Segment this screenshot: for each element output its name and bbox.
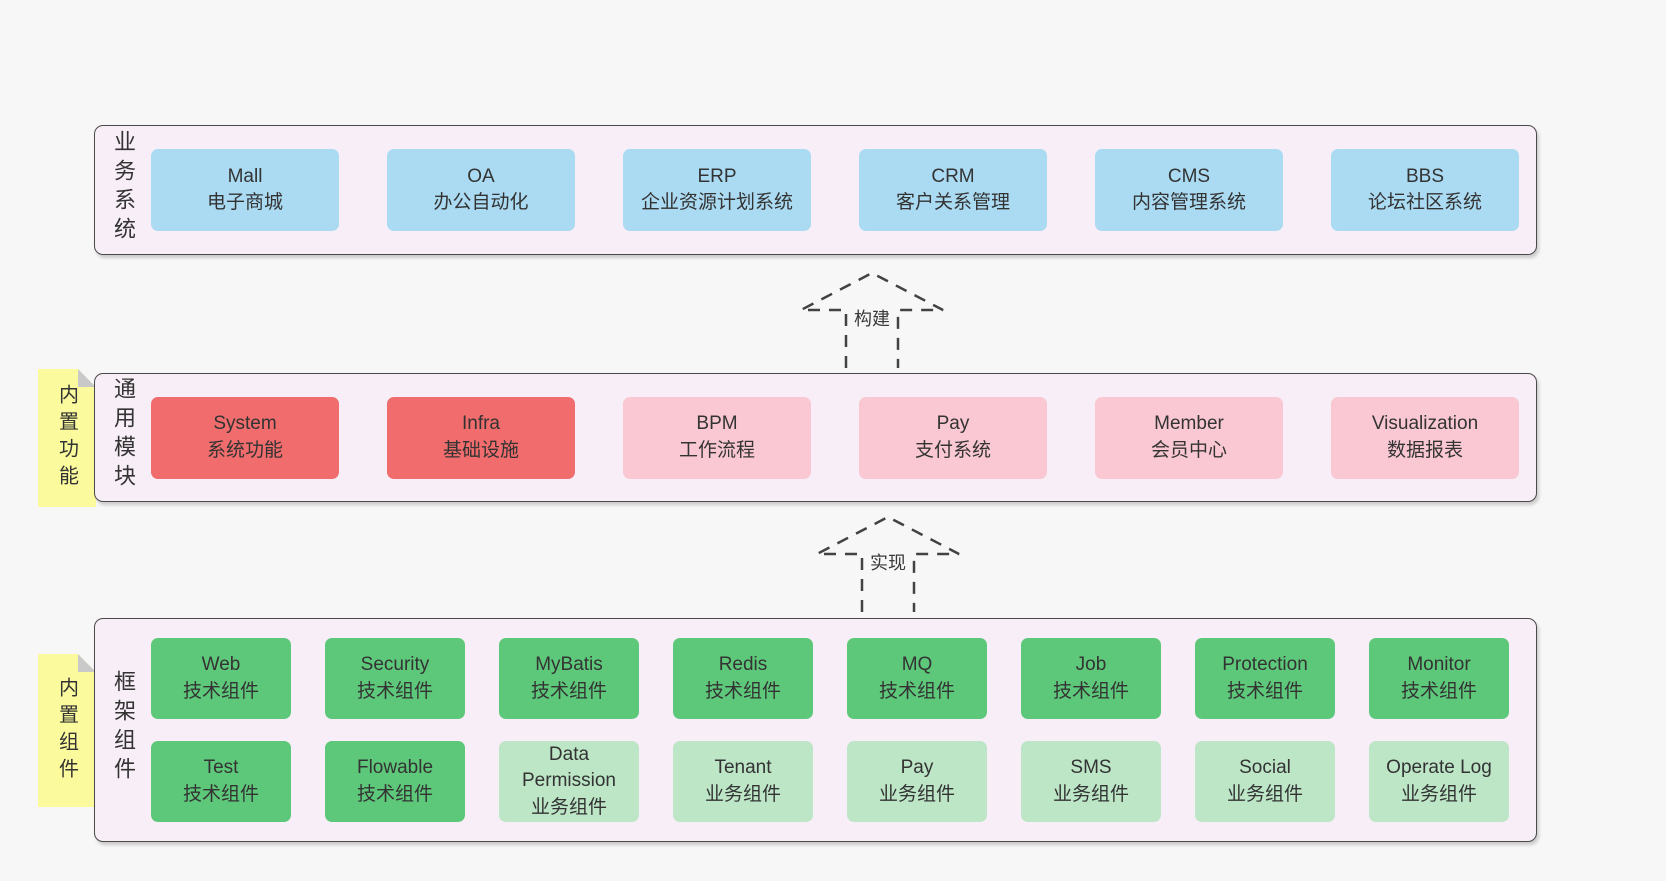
framework-components-grid: Web 技术组件 Security 技术组件 MyBatis 技术组件 Redi… bbox=[151, 638, 1509, 822]
node-subtitle: 技术组件 bbox=[1052, 680, 1129, 702]
node-subtitle: 技术组件 bbox=[356, 783, 433, 805]
framework-row-1: Web 技术组件 Security 技术组件 MyBatis 技术组件 Redi… bbox=[151, 638, 1509, 719]
node-subtitle: 技术组件 bbox=[530, 680, 607, 702]
node-subtitle: 业务组件 bbox=[878, 783, 955, 805]
node-monitor: Monitor 技术组件 bbox=[1369, 638, 1509, 719]
node-title: Protection bbox=[1222, 654, 1308, 676]
node-title: Data Permission bbox=[522, 744, 616, 792]
node-job: Job 技术组件 bbox=[1021, 638, 1161, 719]
node-subtitle: 客户关系管理 bbox=[895, 192, 1010, 213]
node-security: Security 技术组件 bbox=[325, 638, 465, 719]
node-title: Security bbox=[360, 654, 430, 676]
node-title: System bbox=[213, 413, 277, 435]
node-bbs: BBS 论坛社区系统 bbox=[1331, 149, 1519, 231]
node-mybatis: MyBatis 技术组件 bbox=[499, 638, 639, 719]
node-subtitle: 论坛社区系统 bbox=[1367, 192, 1482, 213]
node-subtitle: 支付系统 bbox=[914, 439, 991, 461]
node-subtitle: 技术组件 bbox=[878, 680, 955, 702]
node-mall: Mall 电子商城 bbox=[151, 149, 339, 231]
node-protection: Protection 技术组件 bbox=[1195, 638, 1335, 719]
node-bpm: BPM 工作流程 bbox=[623, 396, 811, 479]
node-subtitle: 业务组件 bbox=[530, 796, 607, 818]
node-social: Social 业务组件 bbox=[1195, 741, 1335, 822]
node-cms: CMS 内容管理系统 bbox=[1095, 149, 1283, 231]
node-subtitle: 系统功能 bbox=[206, 439, 283, 461]
node-title: Web bbox=[201, 654, 241, 676]
node-title: Tenant bbox=[714, 757, 772, 779]
node-title: OA bbox=[467, 165, 495, 187]
node-title: Pay bbox=[936, 413, 970, 435]
node-web: Web 技术组件 bbox=[151, 638, 291, 719]
node-subtitle: 技术组件 bbox=[1226, 680, 1303, 702]
node-title: Member bbox=[1154, 413, 1224, 435]
business-systems-row: Mall 电子商城 OA 办公自动化 ERP 企业资源计划系统 CRM 客户关系… bbox=[151, 149, 1519, 231]
node-title: MyBatis bbox=[535, 654, 603, 676]
node-title: Flowable bbox=[356, 757, 434, 779]
node-pay-biz: Pay 业务组件 bbox=[847, 741, 987, 822]
common-modules-row: System 系统功能 Infra 基础设施 BPM 工作流程 Pay 支付系统… bbox=[151, 396, 1519, 479]
node-title: Operate Log bbox=[1386, 757, 1492, 779]
node-title: Monitor bbox=[1407, 654, 1471, 676]
node-title: Visualization bbox=[1371, 413, 1479, 435]
layer-label-common-modules: 通用模块 bbox=[111, 377, 136, 493]
arrow-label-implement: 实现 bbox=[867, 549, 909, 575]
node-crm: CRM 客户关系管理 bbox=[859, 149, 1047, 231]
node-oa: OA 办公自动化 bbox=[387, 149, 575, 231]
node-data-permission: Data Permission 业务组件 bbox=[499, 741, 639, 822]
node-title: BPM bbox=[696, 413, 738, 435]
node-subtitle: 技术组件 bbox=[704, 680, 781, 702]
layer-label-business-systems: 业务系统 bbox=[111, 129, 136, 246]
node-tenant: Tenant 业务组件 bbox=[673, 741, 813, 822]
node-title: Pay bbox=[900, 757, 934, 779]
node-subtitle: 技术组件 bbox=[182, 680, 259, 702]
node-sms: SMS 业务组件 bbox=[1021, 741, 1161, 822]
node-title: Job bbox=[1075, 654, 1107, 676]
node-title: SMS bbox=[1070, 757, 1112, 779]
node-redis: Redis 技术组件 bbox=[673, 638, 813, 719]
sticky-note-built-in-components: 内置组件 bbox=[38, 654, 96, 807]
framework-row-2: Test 技术组件 Flowable 技术组件 Data Permission … bbox=[151, 741, 1509, 822]
node-subtitle: 会员中心 bbox=[1150, 439, 1227, 461]
node-subtitle: 企业资源计划系统 bbox=[640, 192, 793, 213]
layer-framework-components: 框架组件 Web 技术组件 Security 技术组件 MyBatis 技术组件… bbox=[94, 618, 1537, 842]
node-subtitle: 内容管理系统 bbox=[1131, 192, 1246, 213]
node-subtitle: 技术组件 bbox=[182, 783, 259, 805]
node-flowable: Flowable 技术组件 bbox=[325, 741, 465, 822]
node-operate-log: Operate Log 业务组件 bbox=[1369, 741, 1509, 822]
node-title: Test bbox=[203, 757, 239, 779]
node-title: Social bbox=[1239, 757, 1291, 779]
node-test: Test 技术组件 bbox=[151, 741, 291, 822]
node-mq: MQ 技术组件 bbox=[847, 638, 987, 719]
node-member: Member 会员中心 bbox=[1095, 396, 1283, 479]
node-erp: ERP 企业资源计划系统 bbox=[623, 149, 811, 231]
node-pay: Pay 支付系统 bbox=[859, 396, 1047, 479]
node-system: System 系统功能 bbox=[151, 396, 339, 479]
node-title: BBS bbox=[1405, 165, 1445, 187]
node-subtitle: 业务组件 bbox=[704, 783, 781, 805]
node-title: CRM bbox=[931, 165, 975, 187]
node-subtitle: 办公自动化 bbox=[433, 192, 529, 213]
arrow-label-build: 构建 bbox=[851, 305, 893, 331]
node-title: CMS bbox=[1167, 165, 1211, 187]
node-subtitle: 基础设施 bbox=[442, 439, 519, 461]
layer-common-modules: 通用模块 System 系统功能 Infra 基础设施 BPM 工作流程 Pay… bbox=[94, 373, 1537, 502]
node-title: ERP bbox=[697, 165, 737, 187]
node-title: Infra bbox=[461, 413, 501, 435]
node-subtitle: 数据报表 bbox=[1386, 439, 1463, 461]
layer-business-systems: 业务系统 Mall 电子商城 OA 办公自动化 ERP 企业资源计划系统 CRM… bbox=[94, 125, 1537, 255]
node-visualization: Visualization 数据报表 bbox=[1331, 396, 1519, 479]
node-title: Mall bbox=[227, 165, 263, 187]
sticky-note-built-in-features: 内置功能 bbox=[38, 369, 96, 507]
node-infra: Infra 基础设施 bbox=[387, 396, 575, 479]
node-title: Redis bbox=[718, 654, 768, 676]
node-subtitle: 电子商城 bbox=[206, 192, 283, 213]
node-title: MQ bbox=[901, 654, 933, 676]
node-subtitle: 技术组件 bbox=[1400, 680, 1477, 702]
node-subtitle: 技术组件 bbox=[356, 680, 433, 702]
node-subtitle: 业务组件 bbox=[1400, 783, 1477, 805]
node-subtitle: 工作流程 bbox=[678, 439, 755, 461]
node-subtitle: 业务组件 bbox=[1052, 783, 1129, 805]
node-subtitle: 业务组件 bbox=[1226, 783, 1303, 805]
layer-label-framework-components: 框架组件 bbox=[111, 669, 136, 786]
